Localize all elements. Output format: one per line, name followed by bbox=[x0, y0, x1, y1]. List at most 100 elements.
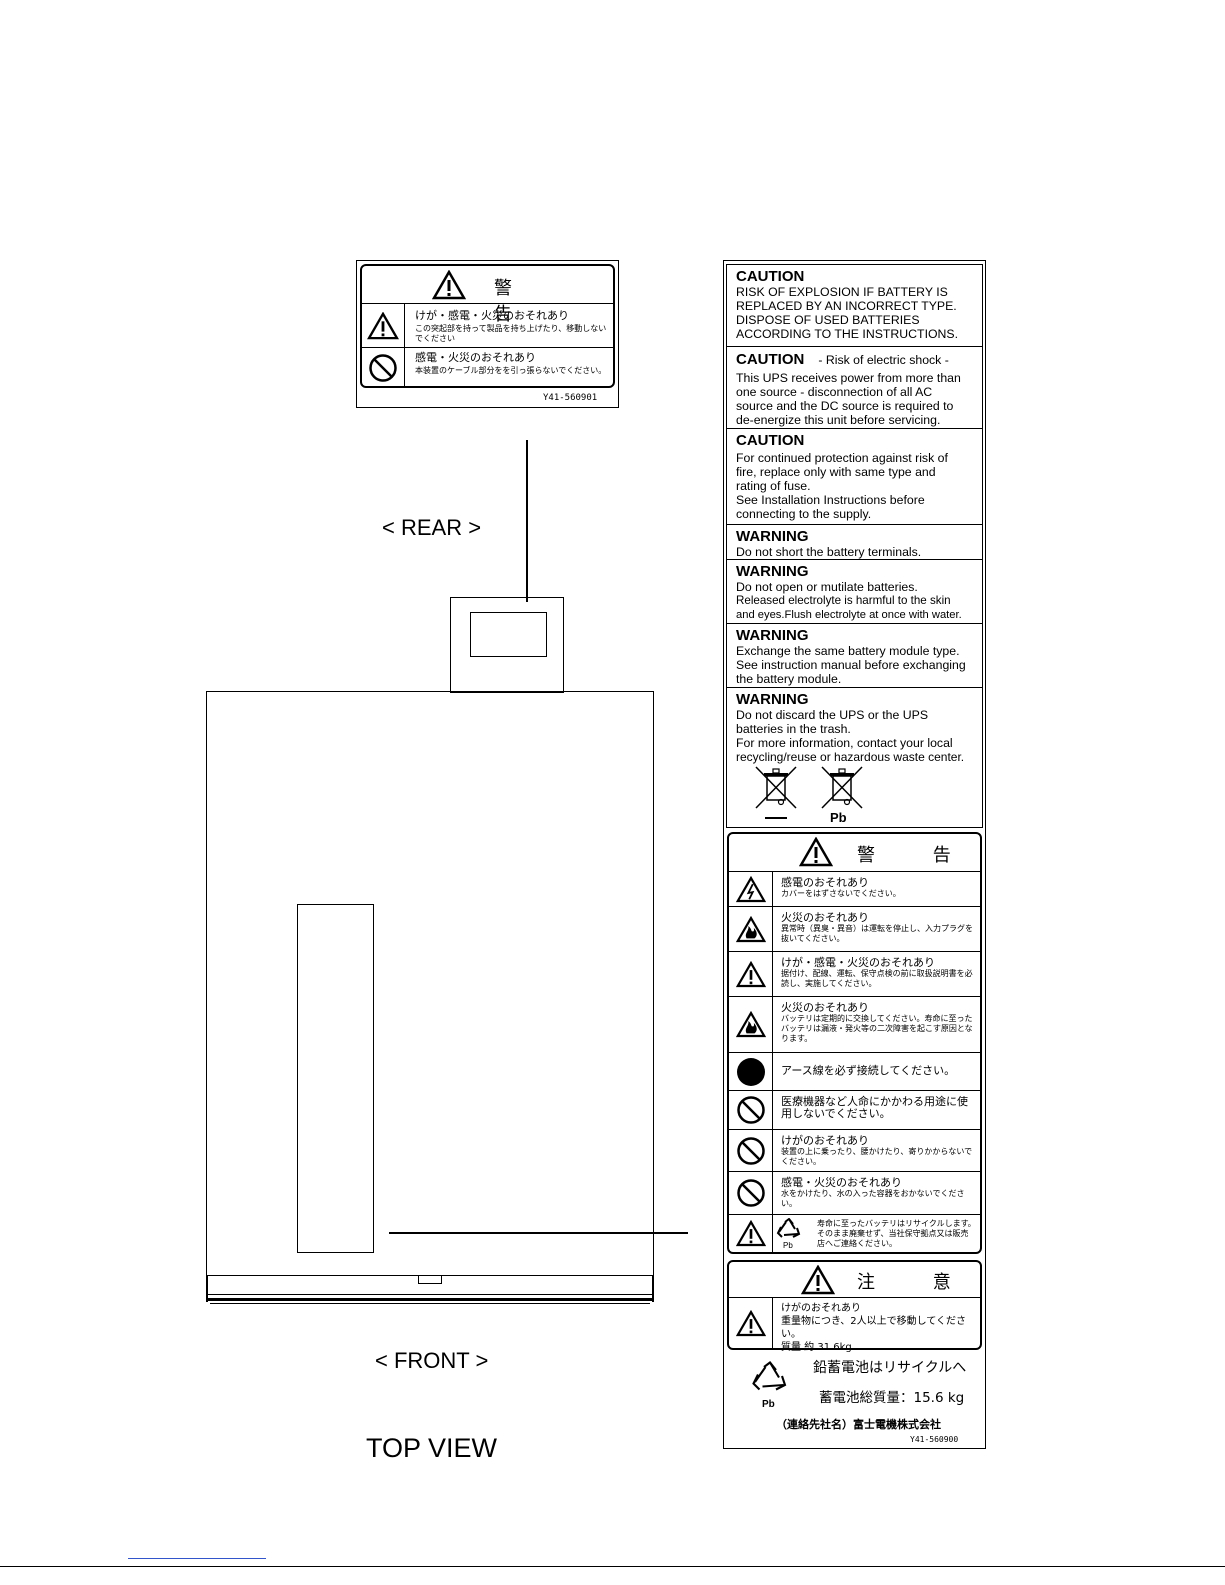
battery-warning-label: CAUTION RISK OF EXPLOSION IF BATTERY IS … bbox=[723, 260, 986, 1449]
rear-terminal-box bbox=[450, 597, 564, 693]
warning-triangle-icon bbox=[801, 1265, 835, 1295]
warning-triangle-icon bbox=[735, 1220, 766, 1247]
jp-row-3: けが・感電・火災のおそれあり据付け、配線、運転、保守点検の前に取扱説明書を必読し… bbox=[729, 952, 980, 997]
warning-triangle-icon bbox=[432, 270, 466, 300]
en-line: source and the DC source is required to bbox=[736, 399, 954, 413]
en-line: See instruction manual before exchanging bbox=[736, 658, 966, 672]
en-section-7: WARNING Do not discard the UPS or the UP… bbox=[727, 688, 982, 826]
en-section-4-heading: WARNING bbox=[736, 528, 809, 545]
recycle-text-1: 鉛蓄電池はリサイクルへ bbox=[813, 1360, 967, 1376]
small-label-row-1-title: けが・感電・火災のおそれあり bbox=[415, 309, 569, 322]
en-line: RISK OF EXPLOSION IF BATTERY IS bbox=[736, 285, 948, 299]
small-warning-label: 警 告 けが・感電・火災のおそれあり この突起部を持って製品を持ち上げたり、移動… bbox=[356, 260, 619, 408]
battery-label-position bbox=[297, 904, 374, 1253]
battery-recycle-icon bbox=[752, 1361, 787, 1391]
en-line: recycling/reuse or hazardous waste cente… bbox=[736, 750, 965, 764]
jp-caution-line: 質量 約 31.6kg bbox=[781, 1342, 852, 1353]
en-section-3-heading: CAUTION bbox=[736, 432, 805, 449]
small-label-header-text: 警 告 bbox=[494, 278, 538, 325]
jp-row-title: けが・感電・火災のおそれあり bbox=[781, 956, 935, 969]
en-line: Released electrolyte is harmful to the s… bbox=[736, 594, 951, 607]
jp-row-body: 水をかけたり、水の入った容器をおかないでください。 bbox=[781, 1189, 965, 1208]
en-line: Do not discard the UPS or the UPS bbox=[736, 708, 929, 722]
jp-row-body: 据付け、配線、運転、保守点検の前に取扱説明書を必読し、実施してください。 bbox=[781, 969, 973, 988]
recycle-pb-label: Pb bbox=[762, 1399, 775, 1410]
small-label-row-1-body: この突起部を持って製品を持ち上げたり、移動しないでください bbox=[415, 324, 607, 343]
recycle-small-pb: Pb bbox=[783, 1241, 793, 1250]
jp-row-8: 感電・火災のおそれあり水をかけたり、水の入った容器をおかないでください。 bbox=[729, 1172, 980, 1215]
warning-triangle-icon bbox=[799, 837, 833, 867]
company-name: （連絡先社名）富士電機株式会社 bbox=[776, 1418, 941, 1431]
en-section-2: CAUTION- Risk of electric shock - This U… bbox=[727, 347, 982, 429]
en-line: connecting to the supply. bbox=[736, 507, 872, 521]
en-section-7-heading: WARNING bbox=[736, 691, 809, 708]
recycle-icon bbox=[776, 1218, 801, 1238]
prohibition-icon bbox=[369, 354, 397, 382]
en-line: For continued protection against risk of bbox=[736, 451, 948, 465]
big-label-code: Y41-560900 bbox=[910, 1435, 959, 1444]
small-label-frame: 警 告 けが・感電・火災のおそれあり この突起部を持って製品を持ち上げたり、移動… bbox=[360, 264, 615, 388]
page-footer-rule bbox=[0, 1566, 1225, 1567]
crossed-bin-icon bbox=[755, 766, 797, 819]
en-section-6-heading: WARNING bbox=[736, 627, 809, 644]
en-line: the battery module. bbox=[736, 672, 842, 686]
en-line: See Installation Instructions before bbox=[736, 493, 925, 507]
en-line: For more information, contact your local bbox=[736, 736, 953, 750]
jp-caution-header-text: 注 意 bbox=[857, 1272, 977, 1293]
jp-row-5: アース線を必ず接続してください。 bbox=[729, 1053, 980, 1091]
jp-row-title: 火災のおそれあり bbox=[781, 1001, 869, 1014]
en-line: DISPOSE OF USED BATTERIES bbox=[736, 313, 920, 327]
small-label-header: 警 告 bbox=[362, 266, 613, 325]
warning-triangle-icon bbox=[367, 312, 399, 340]
prohibition-icon bbox=[736, 1136, 765, 1165]
small-label-row-2: 感電・火災のおそれあり 本装置のケーブル部分をを引っ張らないでください。 bbox=[362, 348, 613, 388]
rear-caption: < REAR > bbox=[382, 515, 482, 540]
jp-row-title: アース線を必ず接続してください。 bbox=[781, 1064, 956, 1077]
en-line: batteries in the trash. bbox=[736, 722, 851, 736]
leader-line-battery bbox=[389, 1232, 688, 1234]
jp-caution-row: けがのおそれあり 重量物につき、2人以上で移動してください。 質量 約 31.6… bbox=[729, 1298, 980, 1353]
en-line: and eyes.Flush electrolyte at once with … bbox=[736, 609, 962, 621]
en-line: ACCORDING TO THE INSTRUCTIONS. bbox=[736, 327, 959, 341]
small-label-row-2-body: 本装置のケーブル部分をを引っ張らないでください。 bbox=[415, 366, 607, 375]
rear-label-position bbox=[470, 612, 547, 657]
en-line: one source - disconnection of all AC bbox=[736, 385, 933, 399]
page-footer-link-underline bbox=[128, 1558, 266, 1559]
prohibition-icon bbox=[736, 1096, 765, 1124]
front-bezel bbox=[206, 1276, 654, 1310]
jp-caution-header: 注 意 bbox=[729, 1262, 980, 1298]
en-line: Do not open or mutilate batteries. bbox=[736, 580, 918, 594]
en-section-1-heading: CAUTION bbox=[736, 268, 805, 285]
jp-row-title: 医療機器など人命にかかわる用途に使用しないでください。 bbox=[781, 1095, 968, 1120]
jp-caution-panel: 注 意 けがのおそれあり 重量物につき、2人以上で移動してください。 質量 約 … bbox=[727, 1260, 982, 1353]
recycle-text-2: 蓄電池総質量：15.6 kg bbox=[819, 1390, 965, 1406]
small-label-code: Y41-560901 bbox=[543, 393, 598, 403]
en-line: rating of fuse. bbox=[736, 479, 811, 493]
jp-row-title: 感電のおそれあり bbox=[781, 876, 869, 889]
jp-caution-line: 重量物につき、2人以上で移動してください。 bbox=[781, 1316, 967, 1340]
jp-caution-title: けがのおそれあり bbox=[781, 1303, 861, 1314]
jp-row-2: 火災のおそれあり異常時（異臭・異音）は運転を停止し、入力プラグを抜いてください。 bbox=[729, 907, 980, 952]
english-warnings-panel: CAUTION RISK OF EXPLOSION IF BATTERY IS … bbox=[726, 264, 983, 828]
jp-row-body: 異常時（異臭・異音）は運転を停止し、入力プラグを抜いてください。 bbox=[781, 924, 973, 943]
electric-shock-icon bbox=[735, 875, 766, 902]
en-section-4: WARNING Do not short the battery termina… bbox=[727, 525, 982, 560]
jp-warning-header-text: 警 告 bbox=[857, 845, 977, 866]
prohibition-icon bbox=[736, 1179, 765, 1207]
jp-row-body: 寿命に至ったバッテリはリサイクルします。そのまま廃棄せず、当社保守拠点又は販売店… bbox=[817, 1219, 976, 1248]
jp-row-body: 装置の上に乗ったり、腰かけたり、寄りかからないでください。 bbox=[781, 1147, 973, 1166]
en-line: Do not short the battery terminals. bbox=[736, 545, 922, 559]
jp-row-body: バッテリは定期的に交換してください。寿命に至ったバッテリは漏液・発火等の二次障害… bbox=[781, 1014, 973, 1043]
small-label-row-1: けが・感電・火災のおそれあり この突起部を持って製品を持ち上げたり、移動しないで… bbox=[362, 304, 613, 348]
en-section-3: CAUTION For continued protection against… bbox=[727, 429, 982, 525]
en-section-5-heading: WARNING bbox=[736, 563, 809, 580]
en-section-2-subheading: - Risk of electric shock - bbox=[818, 353, 949, 367]
warning-triangle-icon bbox=[735, 1309, 766, 1336]
fire-hazard-icon bbox=[735, 1011, 766, 1038]
jp-row-body: カバーをはずさないでください。 bbox=[781, 889, 901, 898]
en-line: This UPS receives power from more than bbox=[736, 371, 961, 385]
crossed-bin-icon bbox=[821, 766, 863, 809]
fire-hazard-icon bbox=[735, 915, 766, 942]
mandatory-ground-icon bbox=[736, 1057, 765, 1086]
en-section-1: CAUTION RISK OF EXPLOSION IF BATTERY IS … bbox=[727, 265, 982, 347]
